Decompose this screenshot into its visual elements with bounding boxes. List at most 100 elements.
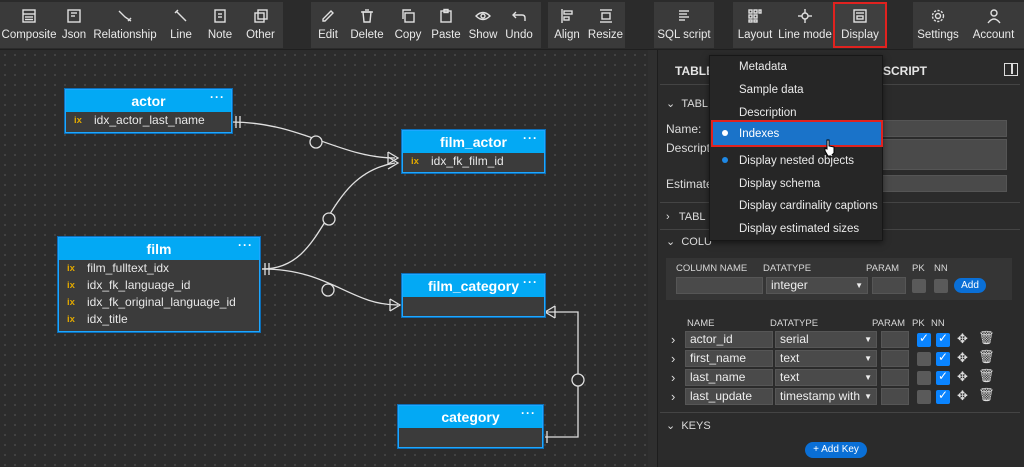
section-table-extra-header[interactable]: › TABL xyxy=(666,211,706,223)
chevron-right-icon[interactable]: › xyxy=(671,351,676,366)
relation-film-film-category[interactable] xyxy=(261,268,399,306)
composite-button[interactable]: Composite xyxy=(0,2,58,48)
trash-icon[interactable]: 🗑 xyxy=(978,349,995,364)
menu-item-metadata[interactable]: Metadata xyxy=(739,61,787,73)
menu-item-indexes[interactable]: Indexes xyxy=(739,128,780,140)
menu-item-display-estimated-sizes[interactable]: Display estimated sizes xyxy=(739,223,860,235)
name-input[interactable] xyxy=(880,120,1007,137)
column-nn-checkbox[interactable] xyxy=(936,350,950,366)
menu-item-display-cardinality-captions[interactable]: Display cardinality captions xyxy=(739,200,878,212)
estimate-input[interactable] xyxy=(880,175,1007,192)
other-button[interactable]: Other xyxy=(238,2,283,48)
add-column-button[interactable]: Add xyxy=(954,278,986,293)
chevron-right-icon[interactable]: › xyxy=(671,370,676,385)
column-param-input[interactable] xyxy=(881,388,909,405)
trash-icon[interactable]: 🗑 xyxy=(978,387,995,402)
column-pk-checkbox[interactable] xyxy=(917,331,931,347)
column-pk-checkbox[interactable] xyxy=(917,352,931,366)
menu-item-display-schema[interactable]: Display schema xyxy=(739,178,821,190)
new-column-pk-checkbox[interactable] xyxy=(912,279,926,293)
account-button[interactable]: Account xyxy=(963,2,1024,48)
chevron-right-icon[interactable]: › xyxy=(671,389,676,404)
delete-button[interactable]: Delete xyxy=(345,2,389,48)
trash-icon[interactable]: 🗑 xyxy=(978,330,995,345)
relationship-button[interactable]: Relationship xyxy=(90,2,160,48)
column-datatype-select[interactable]: text▼ xyxy=(775,369,877,386)
relation-category-film-category[interactable] xyxy=(545,311,579,438)
section-columns-header[interactable]: ⌄ COLU xyxy=(666,236,712,248)
column-pk-checkbox[interactable] xyxy=(917,371,931,385)
column-nn-checkbox[interactable] xyxy=(936,388,950,404)
main-toolbar: Composite Json Relationship Line Note Ot… xyxy=(0,0,1024,50)
pk-header: PK xyxy=(912,318,925,329)
line-button[interactable]: Line xyxy=(160,2,202,48)
entity-menu-icon[interactable]: ··· xyxy=(523,131,538,145)
relationship-icon xyxy=(116,7,134,25)
entity-category[interactable]: category··· xyxy=(398,405,543,448)
paste-button[interactable]: Paste xyxy=(427,2,465,48)
column-name-input[interactable]: actor_id xyxy=(685,331,773,348)
move-icon[interactable]: ✥ xyxy=(957,369,968,384)
section-keys-header[interactable]: ⌄ KEYS xyxy=(666,420,711,432)
chevron-down-icon: ▼ xyxy=(864,373,872,382)
menu-item-display-nested-objects[interactable]: Display nested objects xyxy=(739,155,855,167)
column-name-input[interactable]: last_name xyxy=(685,369,773,386)
copy-button[interactable]: Copy xyxy=(389,2,427,48)
layout-button[interactable]: Layout xyxy=(733,2,777,48)
move-icon[interactable]: ✥ xyxy=(957,388,968,403)
column-param-input[interactable] xyxy=(881,350,909,367)
display-button[interactable]: Display xyxy=(833,2,887,48)
edit-button[interactable]: Edit xyxy=(311,2,345,48)
sql-script-button[interactable]: SQL script xyxy=(654,2,714,48)
column-datatype-select[interactable]: serial▼ xyxy=(775,331,877,348)
tab-script[interactable]: SCRIPT xyxy=(883,64,928,78)
undo-button[interactable]: Undo xyxy=(501,2,537,48)
json-button[interactable]: Json xyxy=(58,2,90,48)
resize-button[interactable]: Resize xyxy=(586,2,625,48)
column-name-input[interactable]: first_name xyxy=(685,350,773,367)
new-column-name-input[interactable] xyxy=(676,277,763,294)
line-mode-button[interactable]: Line mode xyxy=(777,2,833,48)
menu-item-sample-data[interactable]: Sample data xyxy=(739,84,804,96)
move-icon[interactable]: ✥ xyxy=(957,350,968,365)
column-datatype-select[interactable]: text▼ xyxy=(775,350,877,367)
new-column-param-input[interactable] xyxy=(872,277,906,294)
move-icon[interactable]: ✥ xyxy=(957,331,968,346)
column-nn-checkbox[interactable] xyxy=(936,369,950,385)
entity-film-category[interactable]: film_category··· xyxy=(402,274,545,317)
column-datatype-select[interactable]: timestamp with▼ xyxy=(775,388,877,405)
align-button[interactable]: Align xyxy=(548,2,586,48)
new-column-datatype-select[interactable]: integer▼ xyxy=(766,277,868,294)
settings-button[interactable]: Settings xyxy=(913,2,963,48)
menu-item-description[interactable]: Description xyxy=(739,107,797,119)
column-param-input[interactable] xyxy=(881,331,909,348)
note-button[interactable]: Note xyxy=(202,2,238,48)
trash-icon[interactable]: 🗑 xyxy=(978,368,995,383)
column-pk-checkbox[interactable] xyxy=(917,390,931,404)
new-column-nn-checkbox[interactable] xyxy=(934,279,948,293)
resize-icon xyxy=(597,7,615,25)
chevron-right-icon[interactable]: › xyxy=(671,332,676,347)
entity-menu-icon[interactable]: ··· xyxy=(238,238,253,252)
column-param-input[interactable] xyxy=(881,369,909,386)
column-name-input[interactable]: last_update xyxy=(685,388,773,405)
entity-menu-icon[interactable]: ··· xyxy=(210,90,225,104)
panel-toggle-icon[interactable] xyxy=(1004,63,1018,76)
entity-menu-icon[interactable]: ··· xyxy=(521,406,536,420)
section-table-header[interactable]: ⌄ TABL xyxy=(666,98,709,110)
entity-menu-icon[interactable]: ··· xyxy=(523,275,538,289)
tab-table[interactable]: TABLE xyxy=(675,64,715,78)
column-nn-checkbox[interactable] xyxy=(936,331,950,347)
show-button[interactable]: Show xyxy=(465,2,501,48)
add-key-button[interactable]: + Add Key xyxy=(805,442,867,458)
description-input[interactable] xyxy=(880,139,1007,170)
